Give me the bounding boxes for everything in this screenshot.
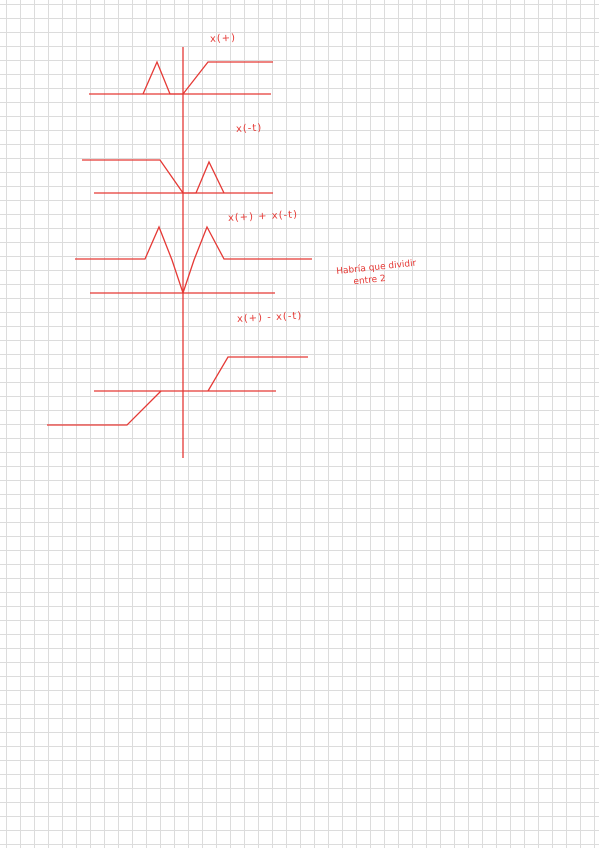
- waveform-sum: [75, 225, 312, 296]
- waveform-diff-right: [207, 356, 308, 392]
- label-x-neg-t: x(-t): [235, 122, 263, 135]
- label-x-t: x(+): [209, 32, 237, 45]
- waveform-x-t: [142, 60, 273, 95]
- waveform-x-neg-t: [82, 159, 225, 194]
- waveform-diff-left: [47, 390, 162, 426]
